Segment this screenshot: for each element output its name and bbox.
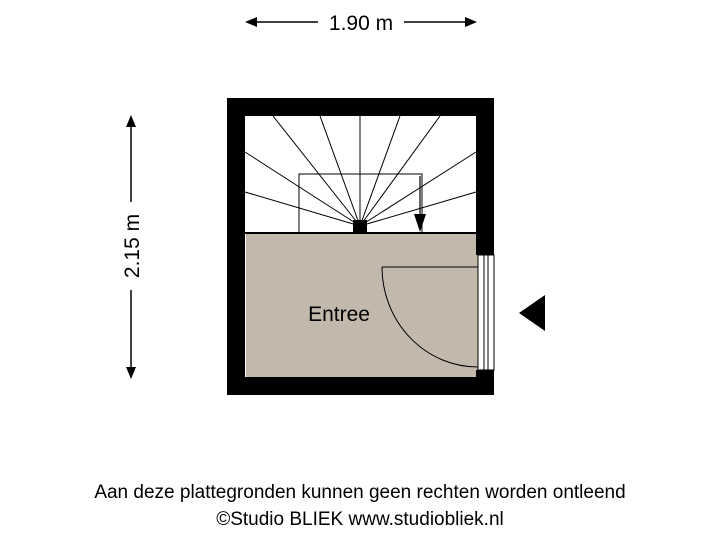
door-swing [381,266,479,368]
staircase [244,115,477,234]
room-label-entree: Entree [308,303,370,326]
entrance-arrow-icon [519,295,545,331]
height-dimension: 2.15 m [121,115,144,379]
width-dimension: 1.90 m [245,12,477,35]
window-frame [477,254,495,371]
copyright-text: ©Studio BLIEK www.studiobliek.nl [216,509,504,530]
height-dimension-label: 2.15 m [121,214,144,278]
walls [227,98,494,395]
stair-newel-post [353,220,367,233]
stair-direction-arrow [414,214,426,232]
width-dimension-label: 1.90 m [329,12,393,35]
disclaimer-text: Aan deze plattegronden kunnen geen recht… [94,482,626,503]
room-floor [246,233,478,377]
